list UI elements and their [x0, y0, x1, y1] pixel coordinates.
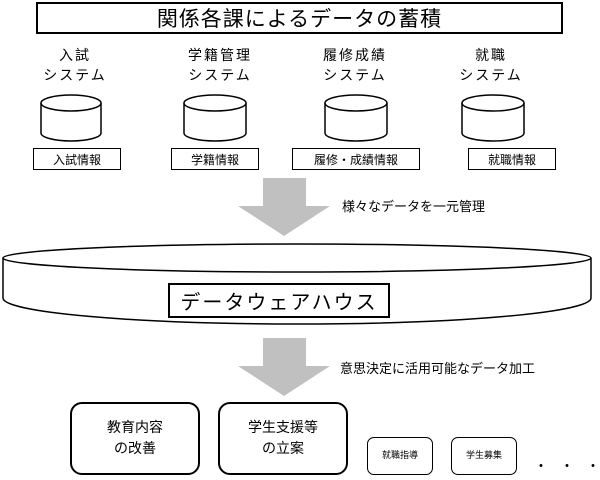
database-icon-career	[461, 94, 525, 142]
output-box-recruitment: 学生募集	[451, 437, 517, 475]
database-icon-registry	[183, 94, 247, 142]
system-name-registry: 学籍管理 システム	[165, 46, 275, 86]
arrow-note-processing: 意思決定に活用可能なデータ加工	[340, 362, 536, 377]
system-name-career: 就職 システム	[436, 46, 546, 86]
system-name-text: 就職 システム	[459, 48, 523, 84]
down-arrow-icon	[238, 338, 330, 396]
info-label-entrance: 入試情報	[33, 148, 121, 170]
database-icon-entrance	[40, 94, 102, 142]
data-warehouse-label: データウェアハウス	[168, 283, 390, 318]
system-name-grades: 履修成績 システム	[300, 46, 410, 86]
info-label-grades: 履修・成績情報	[292, 148, 420, 170]
database-icon-grades	[324, 94, 388, 142]
system-name-entrance: 入試 システム	[20, 46, 130, 86]
ellipsis: ・・・	[534, 459, 600, 475]
output-box-student-support: 学生支援等 の立案	[218, 402, 348, 475]
output-box-career-guidance: 就職指導	[367, 437, 433, 475]
page-title: 関係各課によるデータの蓄積	[36, 2, 563, 34]
info-label-registry: 学籍情報	[171, 148, 259, 170]
system-name-text: 履修成績 システム	[323, 48, 387, 84]
output-box-education: 教育内容 の改善	[70, 402, 200, 475]
system-name-text: 学籍管理 システム	[188, 48, 252, 84]
info-label-career: 就職情報	[468, 148, 556, 170]
down-arrow-icon	[238, 178, 330, 236]
arrow-note-consolidate: 様々なデータを一元管理	[342, 200, 486, 215]
system-name-text: 入試 システム	[43, 48, 107, 84]
